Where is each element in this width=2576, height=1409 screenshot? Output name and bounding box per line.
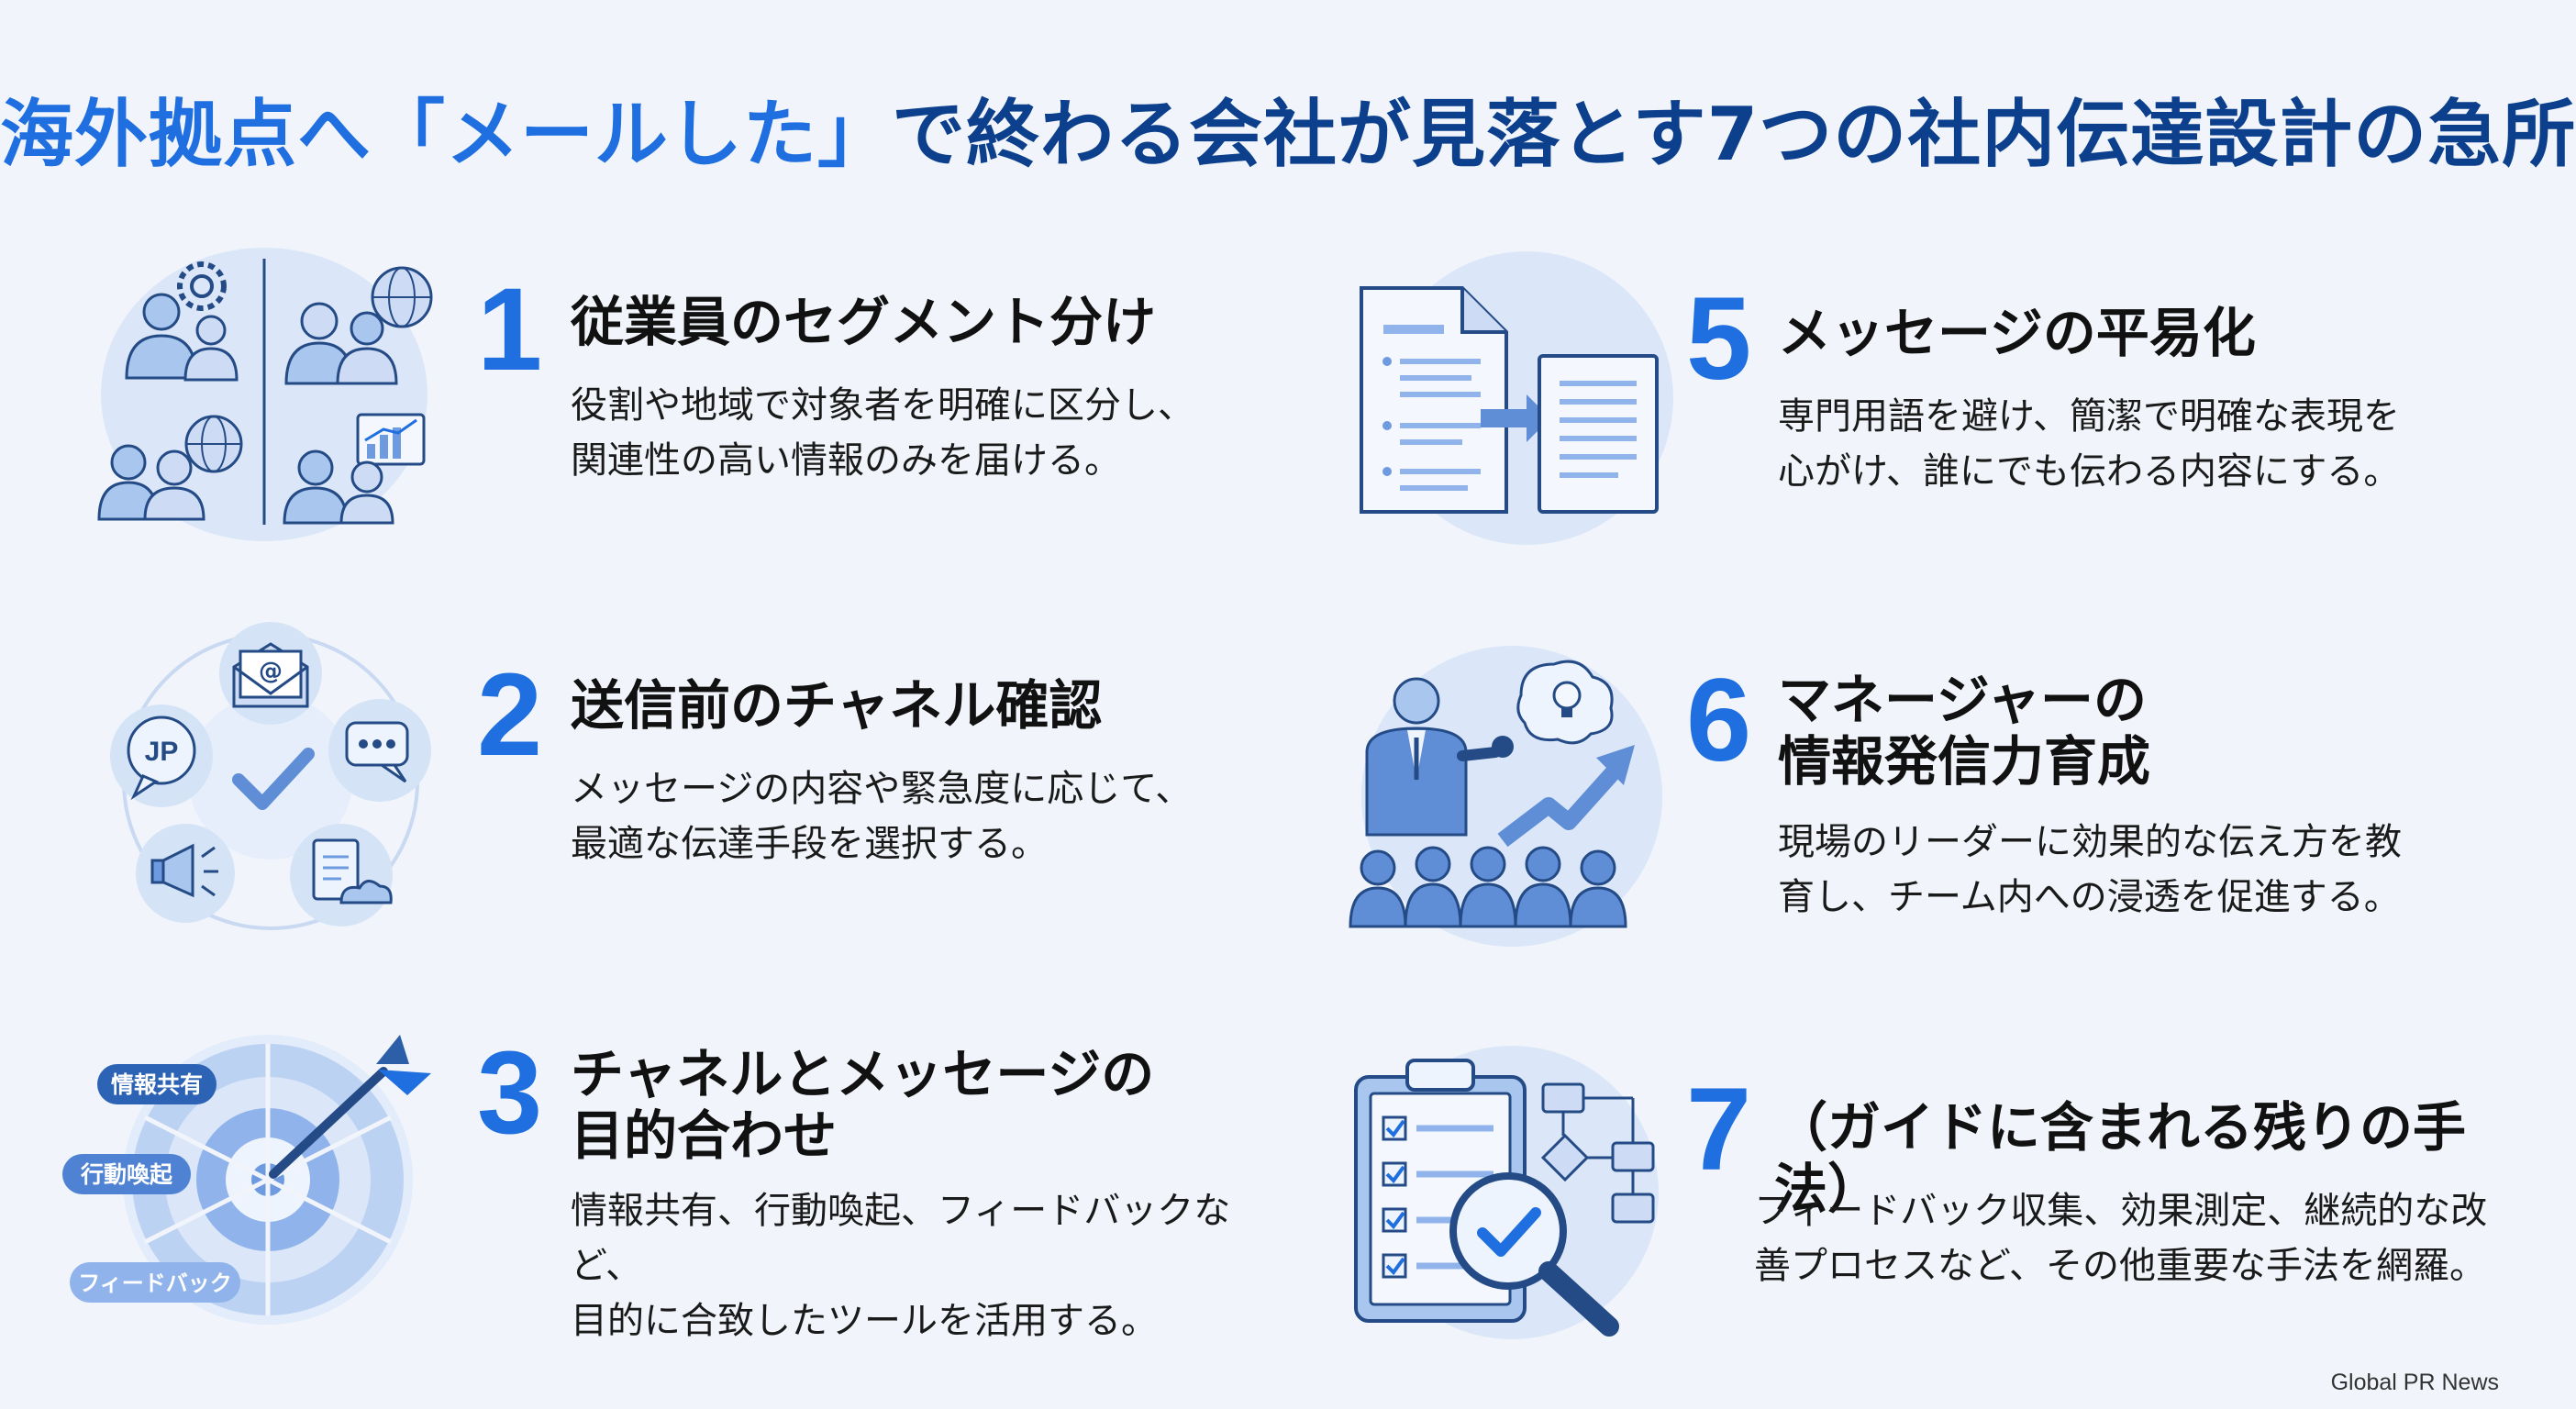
heading-line: マネージャーの xyxy=(1778,669,2147,731)
desc-line: フィードバック収集、効果測定、継続的な改 xyxy=(1754,1190,2488,1232)
label-info-share: 情報共有 xyxy=(111,1071,203,1098)
heading-line: 情報発信力育成 xyxy=(1778,729,2151,793)
item-description: フィードバック収集、効果測定、継続的な改 善プロセスなど、その他重要な手法を網羅… xyxy=(1754,1183,2506,1293)
item-heading: チャネルとメッセージの 目的合わせ xyxy=(571,1044,1231,1166)
label-feedback: フィードバック xyxy=(78,1270,232,1296)
document-convert-icon xyxy=(1360,251,1673,545)
desc-line: 最適な伝達手段を選択する。 xyxy=(571,823,1048,865)
desc-line: 心がけ、誰にでも伝わる内容にする。 xyxy=(1778,450,2401,493)
desc-line: 役割や地域で対象者を明確に区分し、 xyxy=(571,384,1194,427)
desc-line: 関連性の高い情報のみを届ける。 xyxy=(571,439,1121,482)
desc-line: 専門用語を避け、簡潔で明確な表現を xyxy=(1778,395,2400,438)
desc-line: 現場のリーダーに効果的な伝え方を教 xyxy=(1778,821,2402,863)
presenter-audience-icon xyxy=(1349,646,1662,947)
item-heading: 従業員のセグメント分け xyxy=(571,292,1194,353)
heading-line: 従業員のセグメント分け xyxy=(571,291,1157,353)
at-sign-icon: @ xyxy=(259,658,283,685)
desc-line: 目的に合致したツールを活用する。 xyxy=(571,1300,1158,1342)
channel-ring-icon: @ JP xyxy=(110,622,431,930)
dart-target-icon: 情報共有 行動喚起 フィードバック xyxy=(62,1035,431,1325)
desc-line: 育し、チーム内への浸透を促進する。 xyxy=(1778,876,2401,918)
item-description: 情報共有、行動喚起、フィードバックなど、 目的に合致したツールを活用する。 xyxy=(571,1183,1268,1348)
item-number: 2 xyxy=(477,649,543,781)
item-description: 現場のリーダーに効果的な伝え方を教 育し、チーム内への浸透を促進する。 xyxy=(1778,815,2493,925)
heading-line: 送信前のチャネル確認 xyxy=(571,674,1103,737)
desc-line: 善プロセスなど、その他重要な手法を網羅。 xyxy=(1754,1245,2486,1287)
heading-line: （ガイドに含まれる残りの手法） xyxy=(1774,1096,2467,1220)
label-action: 行動喚起 xyxy=(80,1161,173,1188)
heading-line: チャネルとメッセージの xyxy=(571,1043,1155,1105)
desc-line: 情報共有、行動喚起、フィードバックなど、 xyxy=(571,1190,1231,1287)
people-groups-icon xyxy=(97,248,433,541)
item-number: 3 xyxy=(477,1027,543,1159)
item-number: 7 xyxy=(1686,1064,1752,1195)
heading-line: 目的合わせ xyxy=(571,1104,838,1167)
heading-line: メッセージの平易化 xyxy=(1778,302,2256,364)
item-heading: マネージャーの 情報発信力育成 xyxy=(1778,670,2475,792)
jp-label: JP xyxy=(145,737,179,767)
page-title: 海外拠点へ「メールした」で終わる会社が見落とす7つの社内伝達設計の急所 xyxy=(0,75,2575,182)
item-heading: メッセージの平易化 xyxy=(1778,303,2475,364)
item-heading: （ガイドに含まれる残りの手法） xyxy=(1774,1096,2490,1220)
item-number: 5 xyxy=(1686,273,1752,405)
title-rest: で終わる会社が見落とす7つの社内伝達設計の急所 xyxy=(892,92,2576,177)
item-description: 役割や地域で対象者を明確に区分し、 関連性の高い情報のみを届ける。 xyxy=(571,378,1231,488)
title-highlight: 海外拠点へ「メールした」 xyxy=(0,92,892,177)
item-number: 6 xyxy=(1686,655,1752,786)
item-description: 専門用語を避け、簡潔で明確な表現を 心がけ、誰にでも伝わる内容にする。 xyxy=(1778,389,2493,499)
item-number: 1 xyxy=(477,264,543,395)
item-heading: 送信前のチャネル確認 xyxy=(571,675,1194,737)
desc-line: メッセージの内容や緊急度に応じて、 xyxy=(571,768,1193,810)
checklist-magnifier-icon xyxy=(1354,1046,1659,1339)
source-credit: Global PR News xyxy=(2330,1370,2499,1395)
item-description: メッセージの内容や緊急度に応じて、 最適な伝達手段を選択する。 xyxy=(571,761,1231,871)
